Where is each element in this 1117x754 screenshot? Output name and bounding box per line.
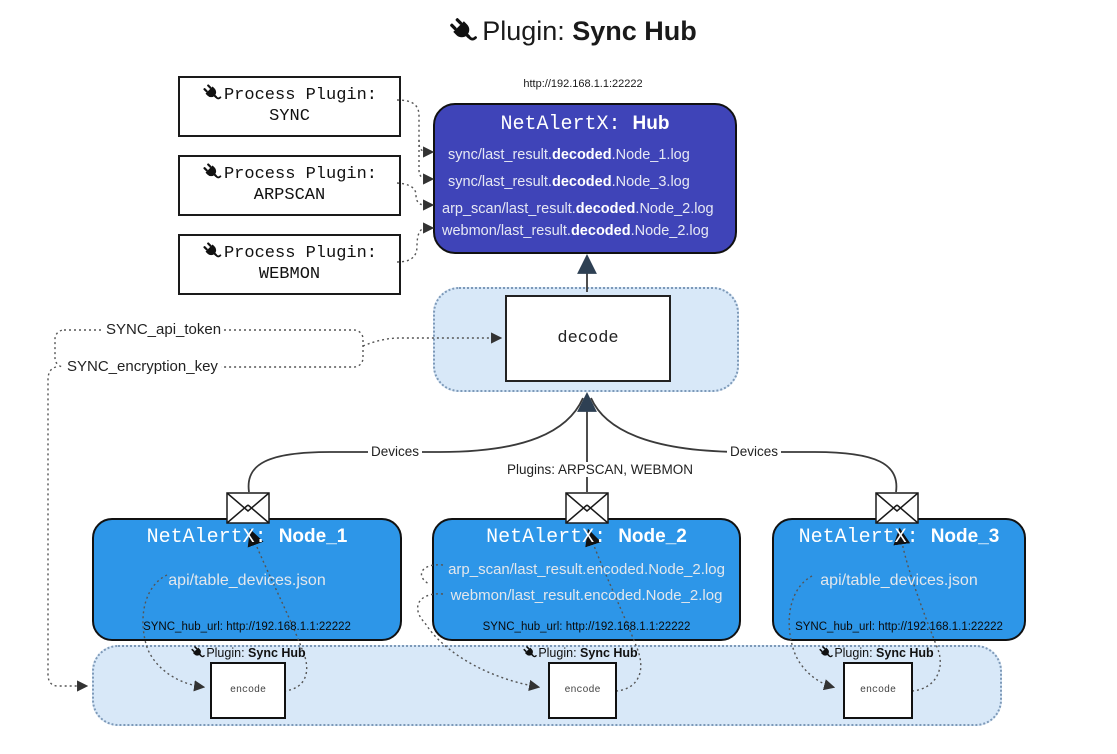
page-title: Plugin: Sync Hub <box>14 16 1117 47</box>
hub-log-line: arp_scan/last_result.decoded.Node_2.log <box>442 201 714 217</box>
node3-hub-url: SYNC_hub_url: http://192.168.1.1:22222 <box>795 621 1003 633</box>
encoder3-label: Plugin: Sync Hub <box>818 645 934 660</box>
process-plugin-webmon-box: Process Plugin: WEBMON <box>178 234 401 295</box>
node3-box: NetAlertX: Node_3 api/table_devices.json… <box>772 518 1026 641</box>
title-prefix: Plugin: <box>482 16 573 46</box>
plug-icon <box>818 645 833 660</box>
hub-title-name: Hub <box>632 113 670 134</box>
node2-file: webmon/last_result.encoded.Node_2.log <box>450 587 723 604</box>
edge-token-to-band <box>47 366 89 692</box>
encoder1-label: Plugin: Sync Hub <box>190 645 306 660</box>
process-plugin-name: WEBMON <box>258 265 321 284</box>
process-plugin-sync-box: Process Plugin: SYNC <box>178 76 401 137</box>
plug-icon <box>522 645 537 660</box>
edge-sync-to-hub-line2 <box>418 140 435 185</box>
encoder2-label: Plugin: Sync Hub <box>522 645 638 660</box>
encode2-box: encode <box>548 662 617 719</box>
process-plugin-name: SYNC <box>269 107 310 126</box>
edge-arpscan-to-hub-line3 <box>396 182 435 211</box>
hub-title-prefix: NetAlertX: <box>500 113 633 136</box>
decode-box: decode <box>505 295 671 382</box>
node3-title: NetAlertX: Node_3 <box>798 526 1000 549</box>
sync-encryption-key-label: SYNC_encryption_key <box>64 358 221 375</box>
edge-label-plugins: Plugins: ARPSCAN, WEBMON <box>504 462 697 477</box>
plug-icon <box>190 645 205 660</box>
edge-label-devices-right: Devices <box>727 444 782 459</box>
node1-hub-url: SYNC_hub_url: http://192.168.1.1:22222 <box>143 621 351 633</box>
hub-title: NetAlertX: Hub <box>435 113 735 136</box>
encode1-box: encode <box>210 662 286 719</box>
edge-sync-to-hub-line1 <box>396 99 435 158</box>
sync-api-token-label: SYNC_api_token <box>103 321 225 338</box>
encode3-box: encode <box>843 662 913 719</box>
node2-title: NetAlertX: Node_2 <box>486 526 687 549</box>
process-plugin-label: Process Plugin: <box>223 86 378 105</box>
plug-icon <box>202 83 222 103</box>
node2-hub-url: SYNC_hub_url: http://192.168.1.1:22222 <box>482 621 691 633</box>
edge-webmon-to-hub-line4 <box>396 222 435 263</box>
hub-url-label: http://192.168.1.1:22222 <box>523 78 643 90</box>
plug-icon <box>202 241 222 261</box>
process-plugin-arpscan-box: Process Plugin: ARPSCAN <box>178 155 401 216</box>
title-name: Sync Hub <box>572 16 697 46</box>
node2-file: arp_scan/last_result.encoded.Node_2.log <box>448 561 725 578</box>
hub-log-line: sync/last_result.decoded.Node_3.log <box>448 174 690 190</box>
edge-label-devices-left: Devices <box>368 444 423 459</box>
process-plugin-label: Process Plugin: <box>223 244 378 263</box>
plug-icon <box>202 162 222 182</box>
process-plugin-label: Process Plugin: <box>223 165 378 184</box>
node2-box: NetAlertX: Node_2 arp_scan/last_result.e… <box>432 518 741 641</box>
node1-box: NetAlertX: Node_1 api/table_devices.json… <box>92 518 402 641</box>
node3-file: api/table_devices.json <box>820 572 978 589</box>
hub-box: NetAlertX: Hub sync/last_result.decoded.… <box>433 103 737 254</box>
plug-icon <box>448 16 478 46</box>
hub-log-line: sync/last_result.decoded.Node_1.log <box>448 147 690 163</box>
process-plugin-name: ARPSCAN <box>253 186 326 205</box>
hub-log-line: webmon/last_result.decoded.Node_2.log <box>442 223 709 239</box>
node1-title: NetAlertX: Node_1 <box>146 526 348 549</box>
node1-file: api/table_devices.json <box>168 572 326 589</box>
